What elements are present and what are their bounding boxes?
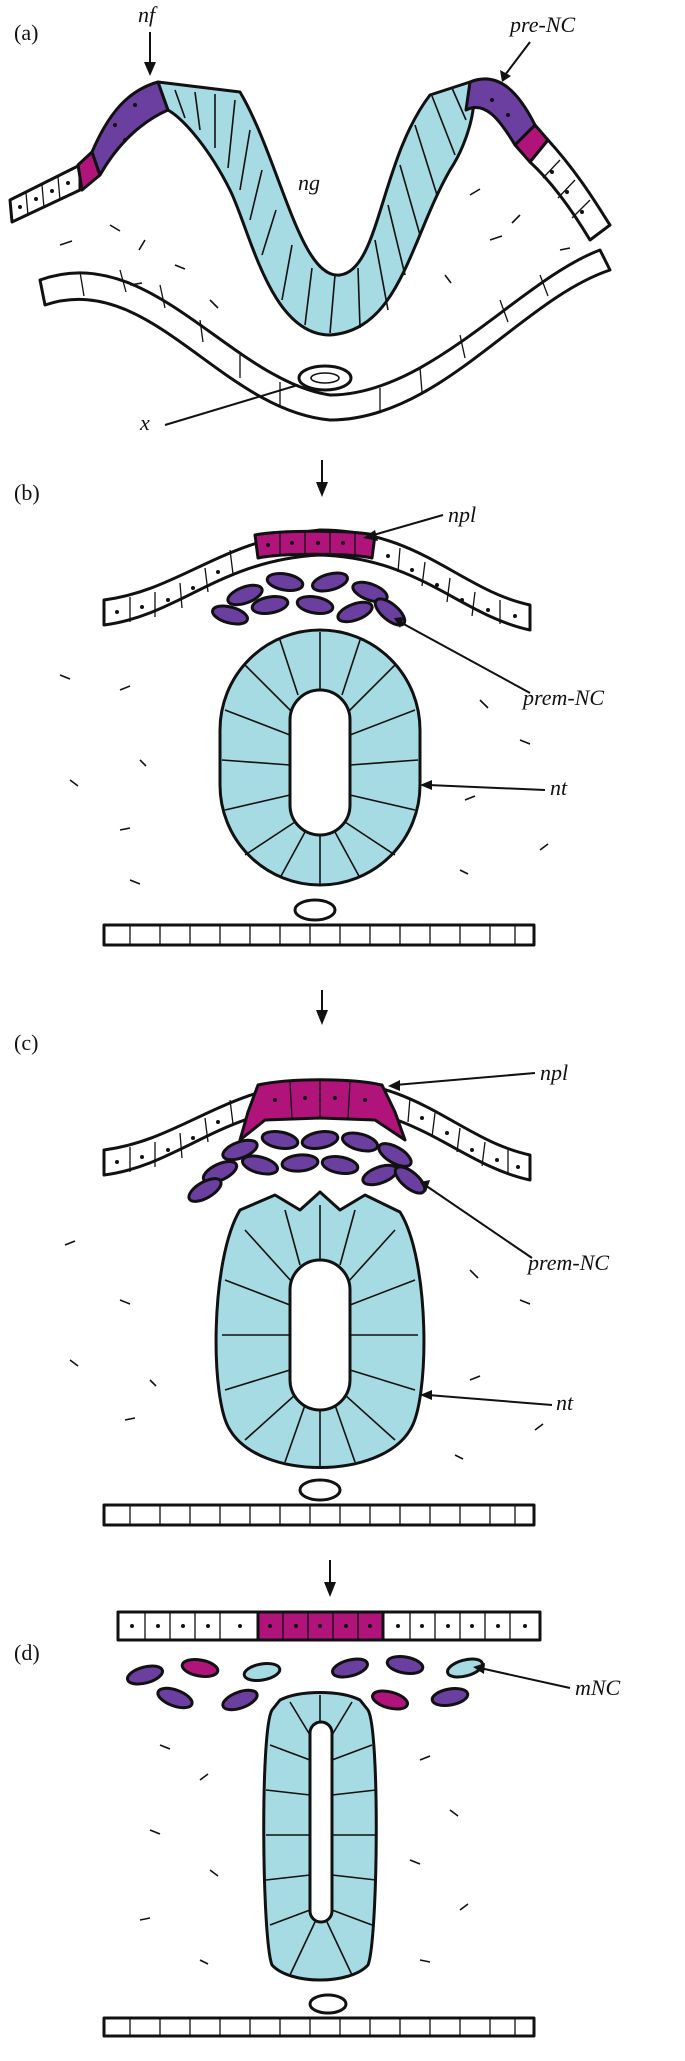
panel-d-label: (d) [14,1640,40,1665]
pointer-x [164,384,299,426]
pointer-pre-nc [500,41,531,82]
pointer-nt-c [420,1390,553,1406]
bottom-layer-b [102,923,536,947]
label-prem-nc-c: prem-NC [526,1250,609,1275]
pointer-npl-b [363,514,444,541]
neural-tube-c [214,1190,426,1469]
label-mnc: mNC [575,1675,621,1700]
prem-nc-cells-c [187,1130,427,1203]
panel-a-label: (a) [14,20,38,45]
pointer-prem-nc-c [420,1180,533,1259]
ectoderm-right-a [528,138,612,242]
pointer-prem-nc-b [394,617,531,694]
neural-plate-border-c [238,1078,407,1142]
pointer-mnc [473,1663,571,1689]
neural-tube-b [218,628,422,887]
mesenchyme-a [59,188,571,309]
panel-b: (b) [14,480,604,947]
notochord-a [297,364,353,392]
lower-layer-a-cells [79,269,549,412]
pointer-npl-c [388,1072,536,1091]
ectoderm-c-nuclei [115,1096,520,1169]
down-arrow-icon [324,1560,336,1597]
notochord-b [293,898,337,922]
ectoderm-left-a [8,163,82,224]
notochord-d [308,1993,348,2015]
ectoderm-b-cells [129,531,501,624]
panel-c-label: (c) [14,1030,38,1055]
label-nt-c: nt [556,1390,574,1415]
neural-plate-cell-lines [174,87,467,334]
neural-plate-border-d [256,1610,385,1642]
bottom-layer-d [102,2016,536,2038]
down-arrow-icon [144,32,156,76]
neural-groove-tissue [156,80,476,337]
ectoderm-c-cells [129,1080,509,1174]
label-pre-nc: pre-NC [508,12,576,37]
mesenchyme-d [139,1744,469,1965]
lower-layer-a [38,248,612,422]
neural-plate-border-b [253,529,377,560]
label-npl-c: npl [540,1060,568,1085]
pre-nc-right [464,77,550,164]
panel-a: (a) [8,2,612,435]
bottom-layer-c [102,1503,536,1527]
mesenchyme-c [64,1240,544,1460]
mnc-cells-d [125,1655,485,1712]
pre-nc-left [76,80,170,192]
label-nt-b: nt [550,775,568,800]
ectoderm-d [116,1610,542,1642]
prem-nc-cells-b [210,571,407,627]
down-arrow-icon [316,460,328,497]
label-x: x [139,410,150,435]
label-nf: nf [138,2,158,27]
down-arrow-icon [316,990,328,1025]
mesenchyme-b [59,674,549,885]
label-prem-nc-b: prem-NC [521,685,604,710]
pointer-nt-b [420,780,546,791]
neural-tube-d [262,1691,378,1982]
label-npl-b: npl [448,502,476,527]
panel-d: (d) [14,1610,621,2038]
ectoderm-b-nuclei [115,541,517,618]
notochord-c [298,1478,342,1502]
label-ng: ng [298,170,320,195]
panel-c: (c) [14,1030,609,1527]
panel-b-label: (b) [14,480,40,505]
